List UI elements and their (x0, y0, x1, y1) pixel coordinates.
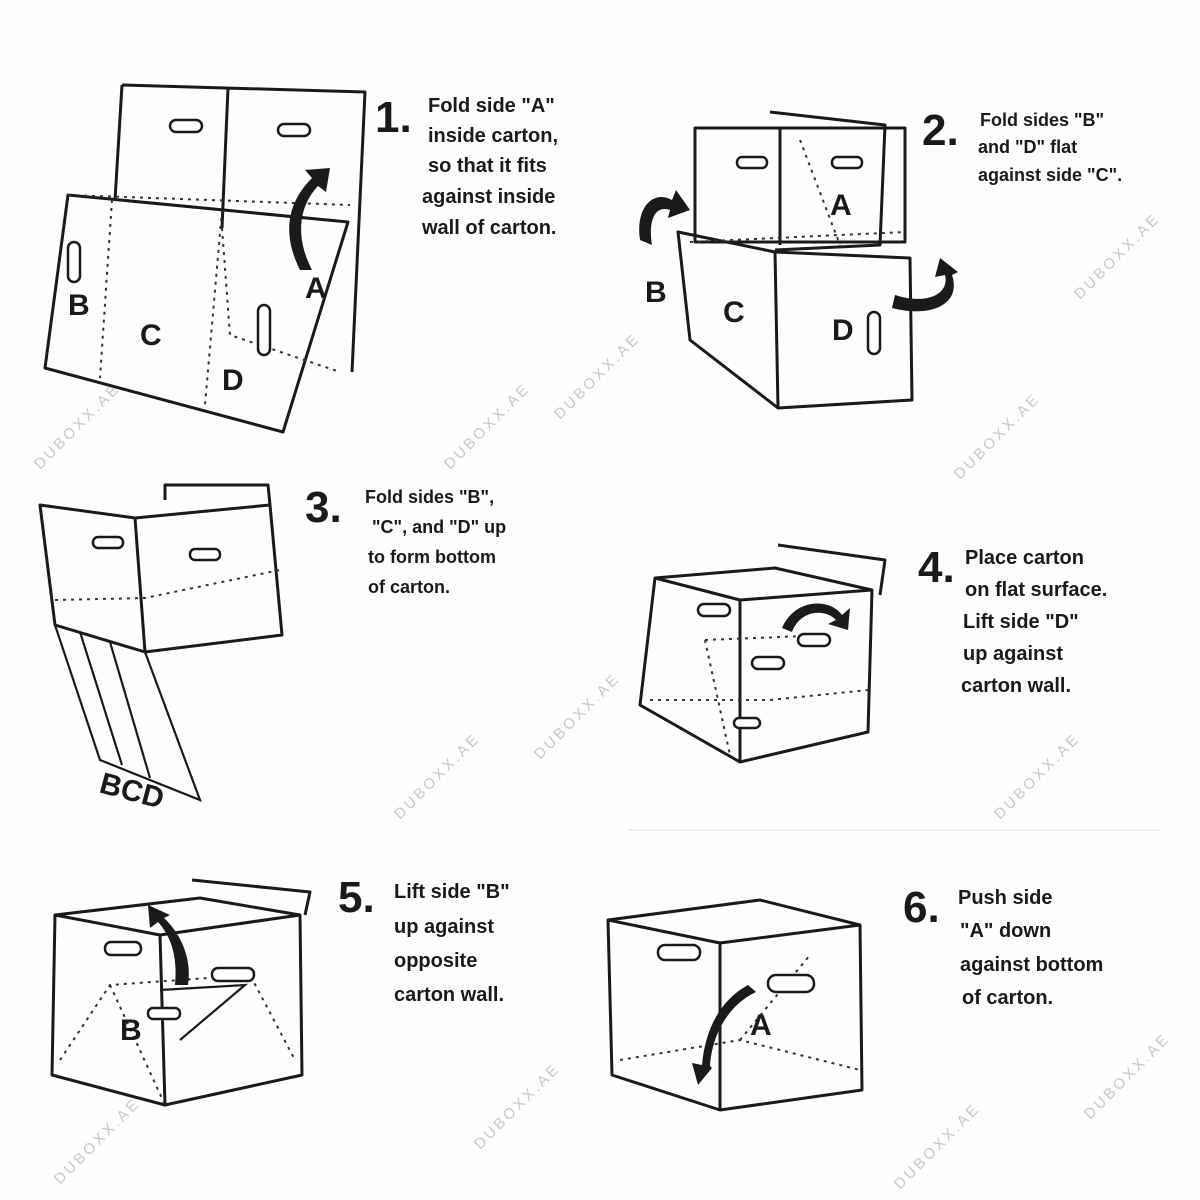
step-1-line: so that it fits (428, 155, 547, 177)
step-3-line: of carton. (368, 577, 450, 597)
step-5-line: carton wall. (394, 984, 504, 1006)
step-3-line: Fold sides "B", (365, 487, 494, 507)
step-3-text: 3. Fold sides "B", "C", and "D" up to fo… (305, 483, 506, 597)
step-1-line: Fold side "A" (428, 95, 555, 117)
step-4-line: Lift side "D" (963, 611, 1079, 633)
step-4-line: Place carton (965, 547, 1084, 569)
step-5-line: Lift side "B" (394, 881, 510, 903)
step-2-number: 2. (922, 106, 959, 155)
watermark-text: DUBOXX.AE (391, 730, 484, 823)
watermark-text: DUBOXX.AE (1071, 210, 1164, 303)
step-5-illustration: B (50, 878, 312, 1107)
step-4-illustration (638, 543, 887, 764)
watermark-text: DUBOXX.AE (471, 1060, 564, 1153)
label-c: C (140, 319, 162, 352)
step-1-illustration: A B C D (43, 83, 367, 434)
step-6-text: 6. Push side "A" down against bottom of … (903, 883, 1103, 1009)
watermark-text: DUBOXX.AE (991, 730, 1084, 823)
label-d: D (832, 314, 854, 347)
step-4-line: up against (963, 643, 1063, 665)
step-1-line: against inside (422, 186, 555, 208)
step-6-line: Push side (958, 887, 1052, 909)
step-6-illustration: A (606, 898, 864, 1112)
step-3-line: to form bottom (368, 547, 496, 567)
step-6-line: "A" down (960, 920, 1051, 942)
step-3-illustration: BCD (38, 483, 284, 816)
step-6-line: of carton. (962, 987, 1053, 1009)
watermark-text: DUBOXX.AE (551, 330, 644, 423)
step-6-number: 6. (903, 883, 940, 932)
watermark-text: DUBOXX.AE (891, 1100, 984, 1193)
step-1-line: inside carton, (428, 125, 558, 147)
step-2-line: against side "C". (978, 165, 1122, 185)
step-4-line: carton wall. (961, 675, 1071, 697)
step-4-line: on flat surface. (965, 579, 1107, 601)
label-a: A (830, 189, 852, 222)
label-bcd: BCD (96, 767, 167, 816)
label-c: C (723, 296, 745, 329)
label-b: B (68, 289, 90, 322)
step-2-line: Fold sides "B" (980, 110, 1104, 130)
step-5-text: 5. Lift side "B" up against opposite car… (338, 873, 510, 1006)
watermark-text: DUBOXX.AE (1081, 1030, 1174, 1123)
step-5-line: opposite (394, 950, 477, 972)
step-3-number: 3. (305, 483, 342, 532)
step-1-text: 1. Fold side "A" inside carton, so that … (375, 93, 558, 239)
watermark-text: DUBOXX.AE (951, 390, 1044, 483)
label-b: B (120, 1014, 142, 1047)
step-2-illustration: A B C D (639, 110, 958, 410)
step-2-text: 2. Fold sides "B" and "D" flat against s… (922, 106, 1122, 185)
step-4-number: 4. (918, 543, 955, 592)
label-d: D (222, 364, 244, 397)
step-1-line: wall of carton. (421, 217, 556, 239)
label-b: B (645, 276, 667, 309)
watermark-text: DUBOXX.AE (31, 380, 124, 473)
label-a: A (750, 1009, 772, 1042)
step-1-number: 1. (375, 93, 412, 142)
watermark-text: DUBOXX.AE (531, 670, 624, 763)
step-4-text: 4. Place carton on flat surface. Lift si… (918, 543, 1107, 697)
step-5-line: up against (394, 916, 494, 938)
step-2-line: and "D" flat (978, 137, 1077, 157)
label-a: A (305, 272, 327, 305)
watermark-text: DUBOXX.AE (51, 1095, 144, 1188)
watermark-text: DUBOXX.AE (441, 380, 534, 473)
step-5-number: 5. (338, 873, 375, 922)
step-3-line: "C", and "D" up (372, 517, 506, 537)
step-6-line: against bottom (960, 954, 1103, 976)
